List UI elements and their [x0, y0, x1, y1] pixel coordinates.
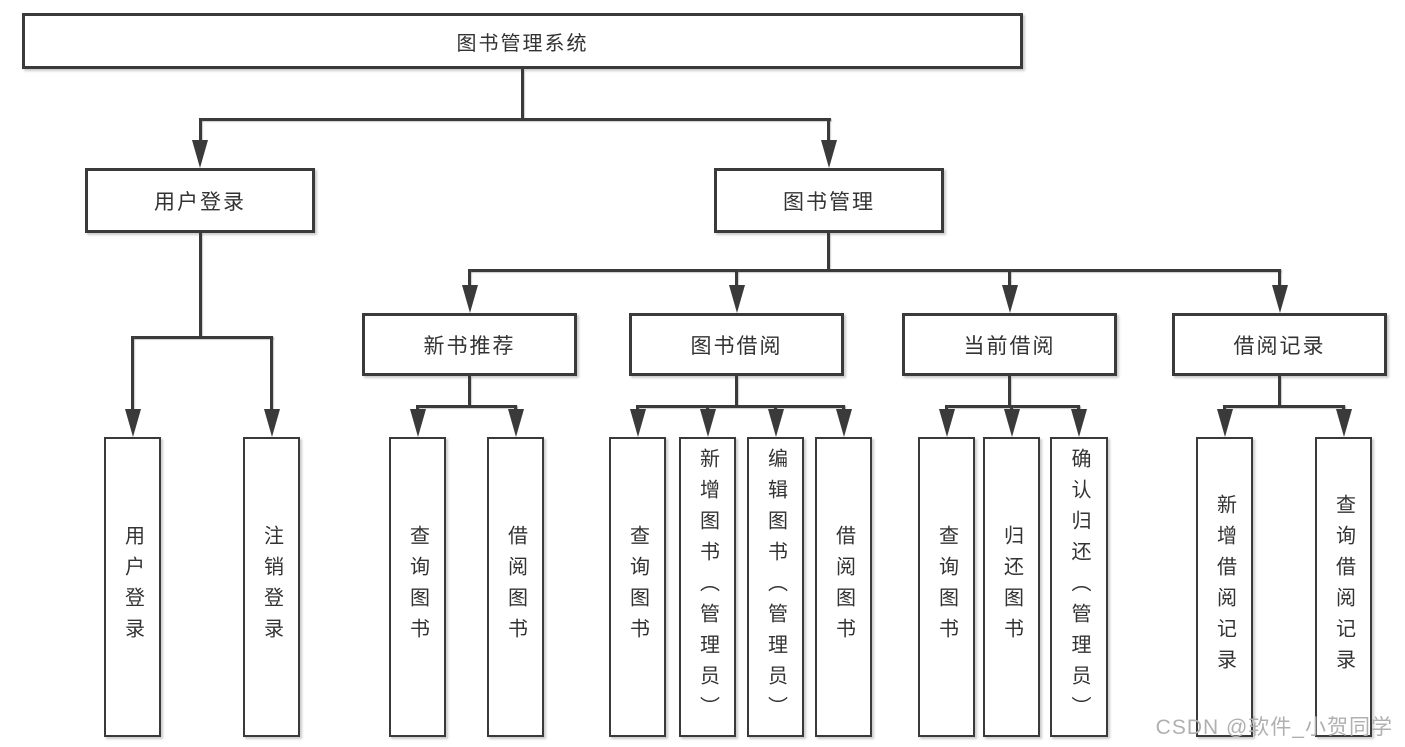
node-label: 注销登录	[260, 525, 283, 649]
arrow-down-icon	[264, 409, 280, 437]
connector-line	[514, 405, 517, 412]
arrow-down-icon	[192, 140, 208, 168]
connector-line	[827, 118, 830, 144]
connector-line	[131, 336, 273, 339]
connector-line	[842, 405, 845, 412]
node-label: 借阅图书	[504, 525, 527, 649]
arrow-down-icon	[462, 285, 478, 313]
arrow-down-icon	[768, 409, 784, 437]
connector-line	[468, 376, 471, 405]
connector-line	[706, 405, 709, 412]
node-label: 用户登录	[121, 525, 144, 649]
node-book-management: 图书管理	[714, 168, 944, 233]
arrow-down-icon	[1002, 285, 1018, 313]
connector-line	[1342, 405, 1345, 412]
node-label: 查询借阅记录	[1332, 494, 1355, 680]
node-label: 借阅图书	[832, 525, 855, 649]
node-return-book: 归还图书	[983, 437, 1040, 737]
node-user-login: 用户登录	[85, 168, 315, 233]
node-label: 当前借阅	[963, 334, 1056, 358]
arrow-down-icon	[630, 409, 646, 437]
node-add-book-admin: 新增图书（管理员）	[679, 437, 736, 737]
watermark-text: CSDN @软件_小贺同学	[1155, 716, 1393, 739]
node-label: 归还图书	[1000, 525, 1023, 649]
connector-line	[468, 269, 471, 287]
connector-line	[1010, 405, 1013, 412]
node-confirm-return-admin: 确认归还（管理员）	[1050, 437, 1108, 737]
arrow-down-icon	[836, 409, 852, 437]
node-query-books-borrow: 查询图书	[609, 437, 666, 737]
node-label: 新书推荐	[423, 334, 516, 358]
arrow-down-icon	[1272, 285, 1288, 313]
node-add-borrow-record: 新增借阅记录	[1196, 437, 1253, 737]
arrow-down-icon	[939, 409, 955, 437]
node-current-borrow: 当前借阅	[902, 313, 1117, 376]
connector-line	[199, 118, 831, 121]
connector-line	[199, 233, 202, 336]
connector-line	[636, 405, 639, 412]
node-label: 查询图书	[935, 525, 958, 649]
connector-line	[199, 118, 202, 144]
connector-line	[1223, 405, 1345, 408]
connector-line	[1077, 405, 1080, 412]
connector-line	[735, 376, 738, 405]
node-library-system: 图书管理系统	[22, 13, 1023, 69]
arrow-down-icon	[729, 285, 745, 313]
connector-line	[521, 69, 524, 118]
node-query-books-current: 查询图书	[918, 437, 975, 737]
arrow-down-icon	[821, 140, 837, 168]
node-edit-book-admin: 编辑图书（管理员）	[747, 437, 804, 737]
node-label: 查询图书	[406, 525, 429, 649]
connector-line	[131, 336, 134, 411]
connector-line	[1008, 376, 1011, 405]
connector-line	[1278, 376, 1281, 405]
node-book-borrow: 图书借阅	[629, 313, 844, 376]
node-label: 图书管理系统	[456, 32, 589, 55]
connector-line	[1223, 405, 1226, 412]
connector-line	[636, 405, 845, 408]
node-query-borrow-record: 查询借阅记录	[1315, 437, 1372, 737]
arrow-down-icon	[1004, 409, 1020, 437]
connector-line	[416, 405, 419, 412]
arrow-down-icon	[1071, 409, 1087, 437]
node-user-login-leaf: 用户登录	[104, 437, 161, 737]
connector-line	[1008, 269, 1011, 287]
arrow-down-icon	[125, 409, 141, 437]
arrow-down-icon	[508, 409, 524, 437]
node-logout-leaf: 注销登录	[243, 437, 300, 737]
node-label: 图书管理	[783, 190, 875, 214]
node-label: 新增图书（管理员）	[696, 447, 719, 727]
node-label: 借阅记录	[1233, 334, 1326, 358]
node-label: 用户登录	[154, 190, 246, 214]
arrow-down-icon	[1336, 409, 1352, 437]
node-borrow-books-recommend: 借阅图书	[487, 437, 544, 737]
node-label: 查询图书	[626, 525, 649, 649]
node-label: 新增借阅记录	[1213, 494, 1236, 680]
node-borrow-records: 借阅记录	[1172, 313, 1387, 376]
arrow-down-icon	[410, 409, 426, 437]
connector-line	[827, 233, 830, 269]
arrow-down-icon	[700, 409, 716, 437]
node-borrow-books-borrow: 借阅图书	[815, 437, 872, 737]
connector-line	[735, 269, 738, 287]
node-label: 编辑图书（管理员）	[764, 447, 787, 727]
connector-line	[945, 405, 948, 412]
connector-line	[270, 336, 273, 411]
connector-line	[774, 405, 777, 412]
connector-line	[468, 269, 1281, 272]
connector-line	[416, 405, 517, 408]
node-query-books-recommend: 查询图书	[389, 437, 446, 737]
node-label: 图书借阅	[690, 334, 783, 358]
node-new-book-recommend: 新书推荐	[362, 313, 577, 376]
node-label: 确认归还（管理员）	[1068, 447, 1090, 727]
connector-line	[1278, 269, 1281, 287]
arrow-down-icon	[1217, 409, 1233, 437]
